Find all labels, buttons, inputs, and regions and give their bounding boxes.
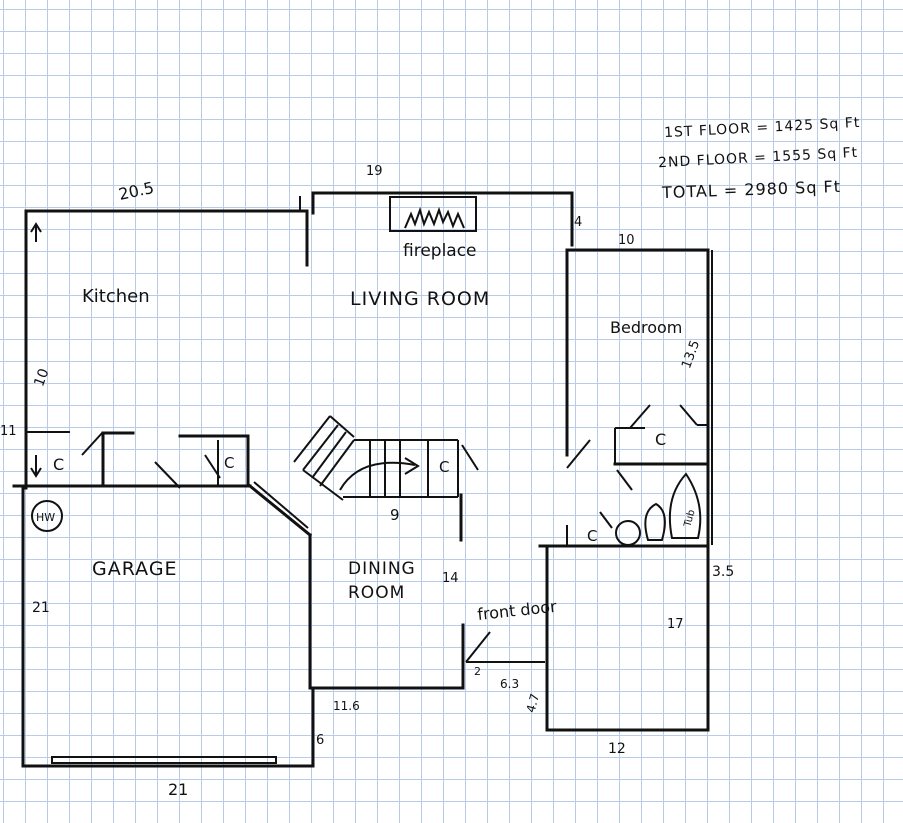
tub-icon <box>668 472 702 539</box>
water-heater-icon <box>31 500 63 532</box>
walls <box>12 191 713 768</box>
dim-left-edge: 11 <box>0 424 17 439</box>
dim-living-top: 19 <box>366 164 383 179</box>
closet-label: C <box>53 455 64 474</box>
dim-garage-left: 21 <box>32 600 50 616</box>
dim-entry-small: 2 <box>474 665 481 678</box>
dimensions: 20.5 19 4 10 10 11 13.5 9 14 3.5 21 17 2… <box>0 164 734 799</box>
room-labels: Kitchen LIVING ROOM Bedroom GARAGE DININ… <box>36 241 698 624</box>
dim-dining-bottom: 11.6 <box>333 699 360 713</box>
dim-kitchen-top: 20.5 <box>117 178 156 204</box>
closet-label: C <box>587 527 597 545</box>
dim-entry-63: 6.3 <box>500 677 519 691</box>
fireplace-label: fireplace <box>403 241 477 261</box>
tub-label: Tub <box>682 509 697 530</box>
dim-entry-47: 4.7 <box>524 692 542 714</box>
dim-stairs: 9 <box>390 506 400 524</box>
dim-bedroom-right: 13.5 <box>679 338 703 370</box>
dim-garage-bottom: 21 <box>168 780 188 799</box>
dim-bath-right: 3.5 <box>712 564 734 580</box>
closet-label: C <box>655 430 666 449</box>
sink-icon <box>615 520 641 546</box>
dim-jog-4: 4 <box>574 215 582 230</box>
closet-label: C <box>439 458 449 476</box>
closet-label: C <box>224 454 234 472</box>
dim-jog-6: 6 <box>316 733 324 748</box>
dim-kitchen-left: 10 <box>31 366 52 388</box>
water-heater-label: HW <box>36 511 55 524</box>
living-room-label: LIVING ROOM <box>350 288 490 310</box>
dim-entry-bottom: 12 <box>608 741 626 757</box>
dining-label-line1: DINING <box>348 559 416 579</box>
closet-labels: C C C C C <box>53 430 666 545</box>
dining-label-line2: ROOM <box>348 583 405 603</box>
bedroom-label: Bedroom <box>610 318 682 337</box>
kitchen-label: Kitchen <box>82 286 150 307</box>
garage-label: GARAGE <box>92 558 178 580</box>
dim-entry-right: 17 <box>667 617 684 632</box>
dim-dining-right: 14 <box>442 571 459 586</box>
dim-bedroom-top: 10 <box>618 233 635 248</box>
toilet-icon <box>644 502 666 541</box>
